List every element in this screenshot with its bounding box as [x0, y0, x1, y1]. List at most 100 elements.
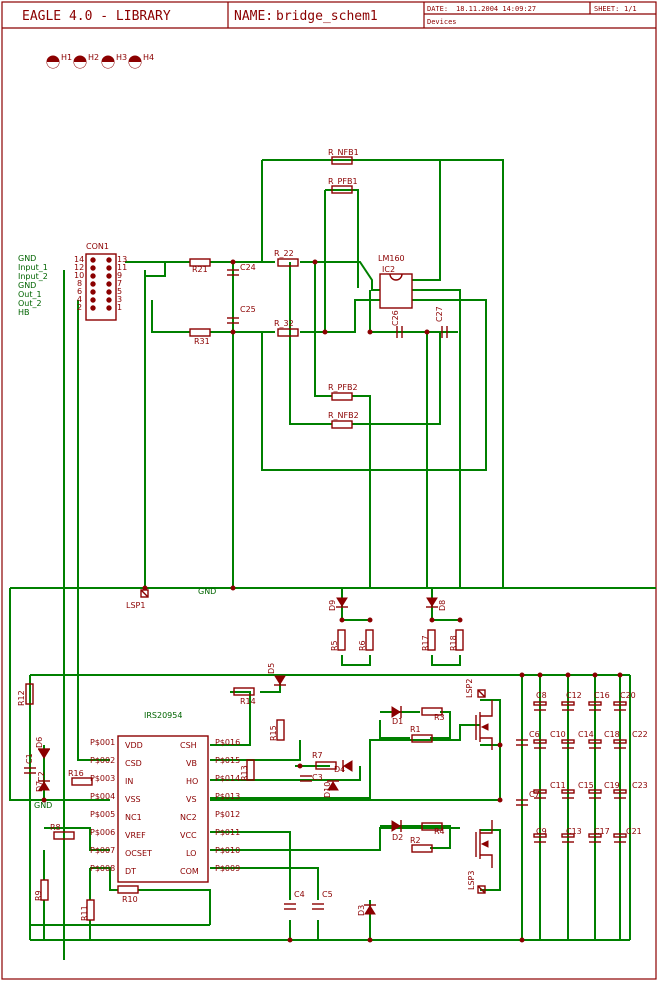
pad-008: P$008 — [90, 864, 115, 873]
junction-dots — [41, 259, 623, 943]
pad-016: P$016 — [215, 738, 240, 747]
driver-pin-lo: LO — [186, 849, 196, 858]
label-c20: C20 — [620, 691, 636, 700]
cap-bank-row3 — [533, 789, 627, 799]
capacitor-c1 — [24, 767, 36, 774]
label-c10: C10 — [550, 730, 566, 739]
label-r1: R1 — [410, 725, 421, 734]
mounting-hole-h2 — [73, 55, 87, 69]
pad-002: P$002 — [90, 756, 115, 765]
label-c16: C16 — [594, 691, 610, 700]
resistor-r32 — [277, 328, 299, 337]
label-c2: C2 — [37, 771, 46, 782]
sheet-frame — [1, 1, 657, 980]
diode-d8 — [426, 597, 438, 608]
connector-pins-right: 13 11 9 7 5 3 1 — [117, 255, 127, 312]
hole-label-h4: H4 — [143, 53, 154, 62]
driver-pin-nc2: NC2 — [180, 813, 197, 822]
library-name: Devices — [427, 18, 457, 26]
resistor-labels: R_NFB1 R_PFB1 R21 R_22 R31 R_32 R_PFB2 R… — [17, 148, 458, 921]
cap-bank-row4 — [533, 833, 627, 843]
label-r16: R16 — [68, 769, 84, 778]
label-lsp1: LSP1 — [126, 601, 145, 610]
driver-pin-vref: VREF — [125, 831, 146, 840]
pad-015: P$015 — [215, 756, 240, 765]
mounting-holes — [46, 55, 142, 69]
label-r31: R31 — [194, 337, 210, 346]
label-c9: C9 — [536, 827, 547, 836]
capacitor-c7 — [516, 799, 528, 806]
resistor-r2 — [411, 844, 433, 853]
pad-003: P$003 — [90, 774, 115, 783]
label-r5: R5 — [330, 640, 339, 651]
pad-013: P$013 — [215, 792, 240, 801]
label-r-nfb1: R_NFB1 — [328, 148, 359, 157]
hole-label-h3: H3 — [116, 53, 127, 62]
speaker-pad-lsp3 — [477, 885, 486, 894]
app-title: EAGLE 4.0 - LIBRARY — [22, 9, 171, 24]
resistor-r4 — [421, 822, 443, 831]
speaker-pad-lsp1 — [140, 589, 149, 598]
speaker-pad-lsp2 — [477, 689, 486, 698]
pad-010: P$010 — [215, 846, 240, 855]
diode-d4 — [342, 760, 353, 772]
resistor-r16 — [71, 777, 93, 786]
resistor-r3 — [421, 707, 443, 716]
connector-signals: GND Input_1 Input_2 GND Out_1 Out_2 HB — [18, 254, 48, 317]
mosfet-q2 — [475, 820, 493, 868]
diode-d10 — [327, 780, 339, 791]
diode-d5 — [274, 675, 286, 686]
resistor-r11 — [86, 899, 95, 921]
label-c27: C27 — [435, 306, 444, 322]
driver-pin-vdd: VDD — [125, 741, 143, 750]
capacitor-c3 — [300, 775, 312, 782]
pad-001: P$001 — [90, 738, 115, 747]
label-r-pfb2: R_PFB2 — [328, 383, 358, 392]
pad-009: P$009 — [215, 864, 240, 873]
resistor-r-nfb1 — [331, 156, 353, 165]
diode-d7 — [38, 780, 50, 791]
driver-name: IRS20954 — [144, 711, 182, 720]
resistor-r15 — [276, 719, 285, 741]
label-c22: C22 — [632, 730, 648, 739]
label-d2: D2 — [392, 833, 403, 842]
driver-pin-csd: CSD — [125, 759, 142, 768]
capacitor-c25 — [227, 317, 239, 324]
resistor-bodies — [25, 156, 464, 921]
driver-pin-com: COM — [180, 867, 199, 876]
con-pin-8: 8 — [77, 279, 82, 288]
label-c25: C25 — [240, 305, 256, 314]
label-c12: C12 — [566, 691, 582, 700]
signal-out-1: Out_1 — [18, 290, 42, 299]
date-label: DATE: — [427, 5, 448, 13]
signal-hb: HB — [18, 308, 30, 317]
label-c14: C14 — [578, 730, 594, 739]
resistor-r17 — [427, 629, 436, 651]
label-r15: R15 — [269, 725, 278, 741]
label-d9: D9 — [328, 600, 337, 611]
driver-pin-vb: VB — [186, 759, 197, 768]
resistor-r-pfb2 — [331, 392, 353, 401]
opamp-ic2 — [379, 273, 413, 309]
label-c26: C26 — [391, 310, 400, 326]
opamp-ref: IC2 — [382, 265, 395, 274]
signal-gnd: GND — [18, 254, 36, 263]
opamp-value: LM160 — [378, 254, 405, 263]
resistor-r-pfb1 — [331, 185, 353, 194]
capacitor-c5 — [312, 903, 324, 910]
signal-input-1: Input_1 — [18, 263, 48, 272]
label-r14: R14 — [240, 697, 256, 706]
driver-pin-ho: HO — [186, 777, 198, 786]
driver-ic — [117, 735, 209, 883]
label-c21: C21 — [626, 827, 642, 836]
label-c1: C1 — [25, 753, 34, 764]
driver-pin-csh: CSH — [180, 741, 197, 750]
driver-pin-in: IN — [125, 777, 133, 786]
driver-left-pads: P$001 P$002 P$003 P$004 P$005 P$006 P$00… — [90, 738, 115, 873]
label-lsp3: LSP3 — [467, 871, 476, 890]
signal-gnd-2: GND — [18, 281, 36, 290]
con-pin-3: 3 — [117, 295, 122, 304]
resistor-r9 — [40, 879, 49, 901]
cap-bank-row1 — [533, 701, 627, 711]
pad-014: P$014 — [215, 774, 240, 783]
